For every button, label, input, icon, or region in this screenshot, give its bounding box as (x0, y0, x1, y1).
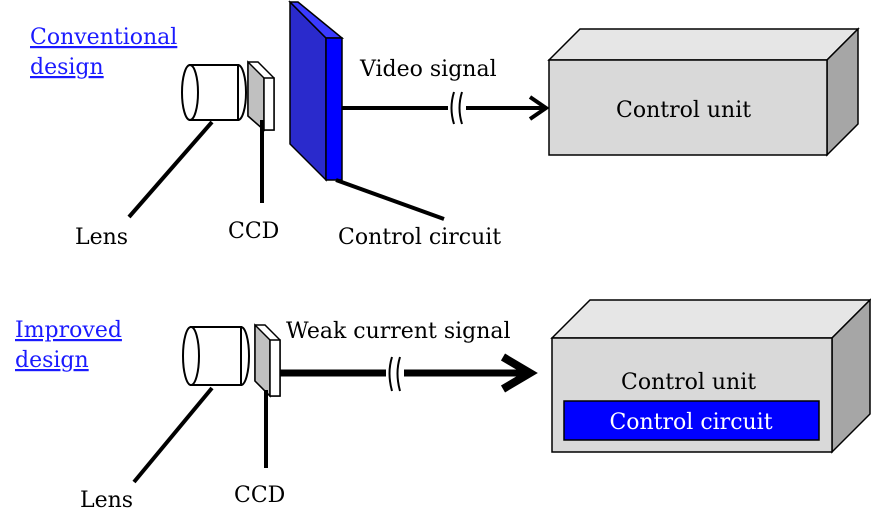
improved-signal-label: Weak current signal (286, 319, 511, 344)
conventional-control-circuit-board (288, 0, 345, 182)
improved-signal-arrow (280, 353, 538, 393)
conventional-circuit-leader (335, 178, 445, 221)
improved-lens-leader (132, 386, 214, 484)
improved-circuit-label: Control circuit (609, 410, 772, 435)
conventional-signal-arrow (342, 91, 550, 125)
improved-title-line2[interactable]: design (15, 348, 89, 373)
conventional-title-line1[interactable]: Conventional (30, 25, 177, 50)
improved-ccd-label: CCD (234, 483, 285, 508)
improved-lens (182, 326, 250, 386)
conventional-unit-label: Control unit (616, 98, 751, 123)
conventional-signal-label: Video signal (359, 57, 497, 82)
improved-lens-label: Lens (80, 488, 133, 513)
improved-title-line1[interactable]: Improved (15, 318, 122, 343)
improved-inner-circuit-box (563, 400, 820, 441)
improved-ccd (254, 323, 281, 398)
conventional-section: Conventional design Lens CCD Control cir… (30, 0, 860, 250)
improved-section: Improved design Lens CCD Weak current si… (15, 298, 871, 513)
conventional-lens (181, 64, 247, 121)
conventional-lens-label: Lens (75, 225, 128, 250)
improved-control-unit (550, 298, 871, 454)
conventional-ccd-label: CCD (228, 219, 279, 244)
conventional-ccd (247, 60, 275, 132)
improved-unit-label: Control unit (621, 370, 756, 395)
conventional-title-line2[interactable]: design (30, 55, 104, 80)
conventional-circuit-label: Control circuit (338, 225, 501, 250)
conventional-control-unit (547, 27, 860, 157)
conventional-lens-leader (127, 120, 214, 219)
